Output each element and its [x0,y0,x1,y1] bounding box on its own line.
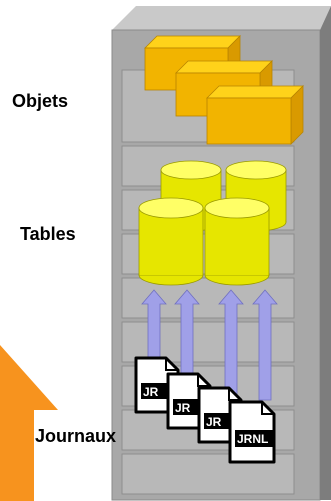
object-boxes [144,35,304,145]
table-cylinder [204,197,270,286]
orange-arrow-icon [0,345,58,501]
cabinet-top [112,6,331,30]
journal-file-label: JRNL [237,432,268,446]
journal-file-icon: JRNL [228,400,276,464]
up-arrow-icon [252,289,278,401]
table-cylinder [138,197,204,286]
journal-file-label: JR [143,385,159,399]
object-box [206,85,304,145]
journal-files: JR JR JR JRNL [134,356,276,464]
cabinet-side [320,6,331,500]
label-journals: Journaux [35,426,116,446]
table-cylinders [138,160,287,286]
journal-file-label: JR [175,401,191,415]
journal-file-label: JR [206,415,222,429]
label-tables: Tables [20,224,76,244]
label-objects: Objets [12,91,68,111]
